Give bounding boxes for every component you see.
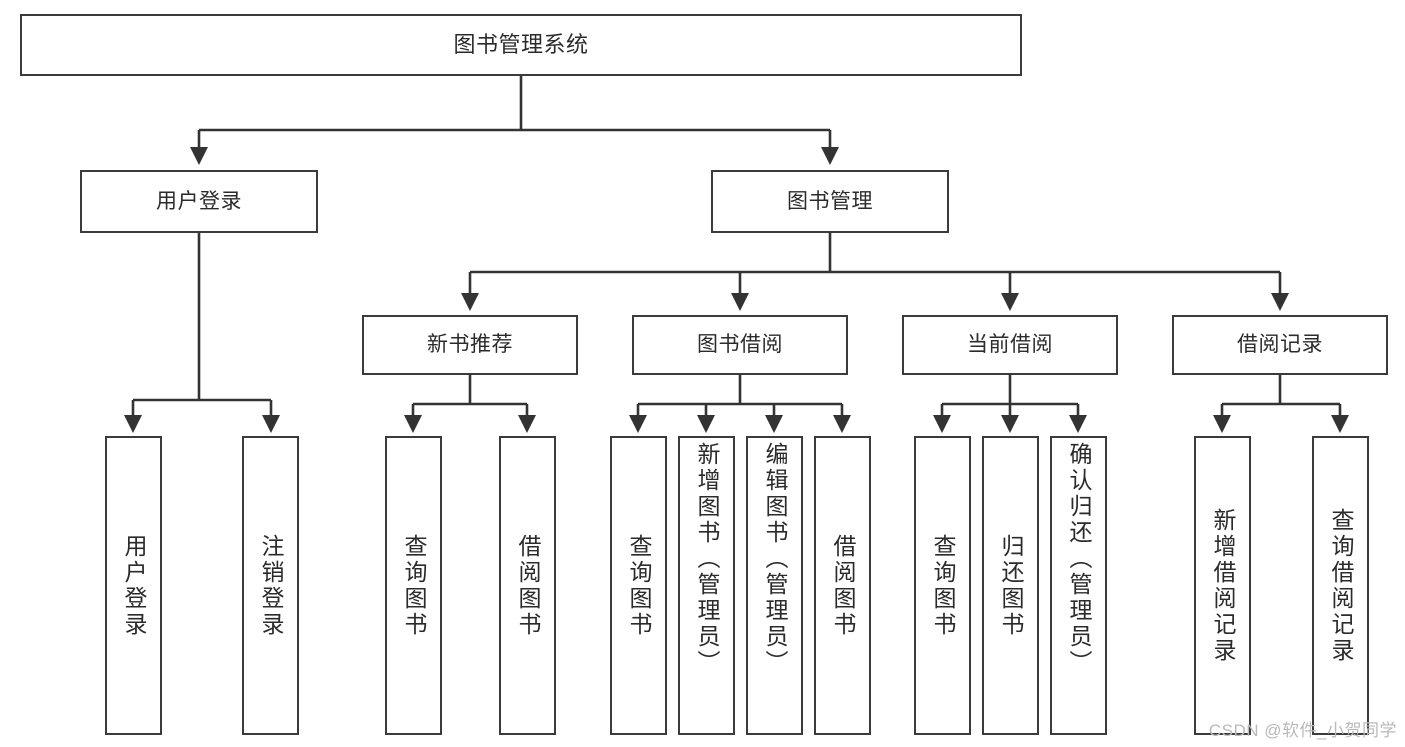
node-label: 查询图书	[401, 533, 427, 638]
node-label: 新书推荐	[427, 333, 513, 357]
node-label: 图书管理系统	[453, 31, 589, 57]
node-borrow-record[interactable]: 借阅记录	[1172, 315, 1388, 375]
node-new-book-recommend[interactable]: 新书推荐	[362, 315, 578, 375]
node-label: 注销登录	[258, 533, 284, 638]
node-book-borrow[interactable]: 图书借阅	[632, 315, 848, 375]
node-label: 借阅图书	[830, 533, 856, 638]
node-label: 用户登录	[121, 533, 147, 638]
leaf-query-book-borrow[interactable]: 查询图书	[610, 436, 667, 735]
leaf-return-book[interactable]: 归还图书	[982, 436, 1039, 735]
node-root-system[interactable]: 图书管理系统	[20, 14, 1022, 76]
node-label: 当前借阅	[967, 333, 1053, 357]
node-label: 新增借阅记录	[1210, 507, 1236, 664]
leaf-query-book-rec[interactable]: 查询图书	[385, 436, 442, 735]
leaf-query-book-current[interactable]: 查询图书	[914, 436, 971, 735]
node-label: 图书借阅	[697, 333, 783, 357]
node-user-login[interactable]: 用户登录	[80, 170, 318, 233]
watermark: CSDN @软件_小贺同学	[1208, 721, 1397, 740]
leaf-add-borrow-record[interactable]: 新增借阅记录	[1194, 436, 1251, 735]
node-label: 归还图书	[998, 533, 1024, 638]
node-label: 新增图书（管理员）	[694, 442, 720, 676]
node-label: 查询图书	[930, 533, 956, 638]
leaf-query-borrow-record[interactable]: 查询借阅记录	[1312, 436, 1369, 735]
node-label: 查询借阅记录	[1328, 507, 1354, 664]
node-label: 图书管理	[787, 189, 873, 213]
leaf-add-book-admin[interactable]: 新增图书（管理员）	[678, 436, 735, 735]
node-label: 用户登录	[156, 189, 242, 213]
node-label: 确认归还（管理员）	[1066, 442, 1092, 676]
node-label: 查询图书	[626, 533, 652, 638]
node-book-manage[interactable]: 图书管理	[711, 170, 949, 233]
node-label: 借阅记录	[1237, 333, 1323, 357]
leaf-confirm-return-admin[interactable]: 确认归还（管理员）	[1050, 436, 1107, 735]
leaf-logout-login[interactable]: 注销登录	[242, 436, 299, 735]
leaf-edit-book-admin[interactable]: 编辑图书（管理员）	[746, 436, 803, 735]
node-current-borrow[interactable]: 当前借阅	[902, 315, 1118, 375]
leaf-user-login[interactable]: 用户登录	[105, 436, 162, 735]
leaf-borrow-book-rec[interactable]: 借阅图书	[499, 436, 556, 735]
node-label: 编辑图书（管理员）	[762, 442, 788, 676]
node-label: 借阅图书	[515, 533, 541, 638]
leaf-borrow-book[interactable]: 借阅图书	[814, 436, 871, 735]
